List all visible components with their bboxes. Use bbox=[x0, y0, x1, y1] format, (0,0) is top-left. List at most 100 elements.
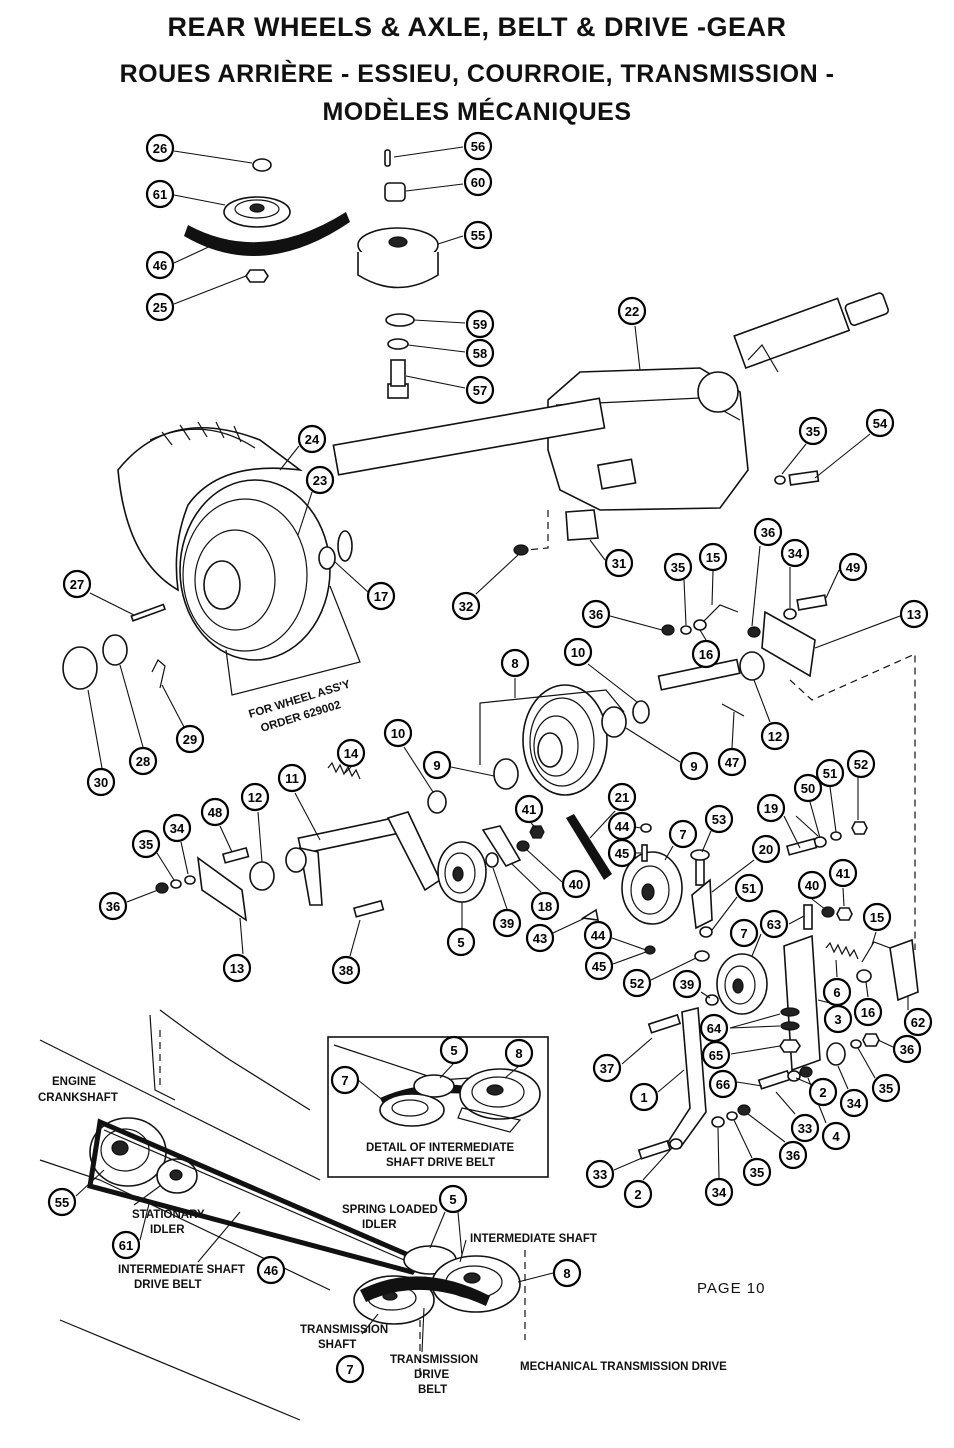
intermediate-belt-label-1: INTERMEDIATE SHAFT bbox=[118, 1264, 245, 1276]
svg-text:15: 15 bbox=[706, 550, 720, 565]
bolt-19 bbox=[785, 837, 818, 856]
bolt-54 bbox=[788, 470, 820, 486]
page-number: PAGE 10 bbox=[697, 1280, 766, 1297]
callout-34: 34 bbox=[780, 538, 810, 568]
callout-39: 39 bbox=[492, 908, 522, 938]
washer-51 bbox=[699, 926, 713, 938]
svg-text:21: 21 bbox=[615, 790, 629, 805]
callout-57: 57 bbox=[465, 375, 495, 405]
cotter-pin-47 bbox=[721, 703, 745, 717]
bolt-63 bbox=[803, 904, 813, 930]
svg-text:1: 1 bbox=[640, 1090, 647, 1105]
svg-text:41: 41 bbox=[522, 802, 536, 817]
washer-64a bbox=[780, 1007, 800, 1017]
intermediate-shaft-label: INTERMEDIATE SHAFT bbox=[470, 1233, 597, 1245]
svg-text:15: 15 bbox=[870, 910, 884, 925]
svg-text:34: 34 bbox=[712, 1185, 727, 1200]
svg-text:29: 29 bbox=[183, 732, 197, 747]
callout-12: 12 bbox=[240, 782, 270, 812]
callout-6: 6 bbox=[822, 977, 852, 1007]
svg-text:14: 14 bbox=[344, 746, 359, 761]
washer-34-lower bbox=[826, 1042, 846, 1066]
callout-9: 9 bbox=[679, 751, 709, 781]
pulley-8-hub bbox=[537, 732, 563, 768]
callout-36: 36 bbox=[98, 891, 128, 921]
nut-16-right bbox=[856, 969, 872, 983]
svg-text:11: 11 bbox=[285, 771, 299, 786]
callout-52: 52 bbox=[846, 749, 876, 779]
bearing-12-left bbox=[249, 861, 275, 891]
washer-34 bbox=[783, 608, 797, 620]
intermediate-shaft-group bbox=[609, 545, 916, 950]
svg-text:7: 7 bbox=[346, 1362, 353, 1377]
callout-21: 21 bbox=[607, 782, 637, 812]
svg-text:55: 55 bbox=[55, 1195, 69, 1210]
rim-23-dish bbox=[194, 529, 276, 631]
shift-lever bbox=[747, 344, 779, 373]
callout-9: 9 bbox=[422, 750, 452, 780]
mechanical-drive-caption: MECHANICAL TRANSMISSION DRIVE bbox=[520, 1361, 727, 1373]
callout-45: 45 bbox=[584, 951, 614, 981]
callout-25: 25 bbox=[145, 292, 175, 322]
washer-58 bbox=[387, 338, 409, 350]
callout-61: 61 bbox=[145, 179, 175, 209]
svg-text:49: 49 bbox=[846, 560, 860, 575]
shaft-12 bbox=[657, 658, 741, 691]
bolt-37 bbox=[647, 1013, 682, 1034]
callout-37: 37 bbox=[592, 1053, 622, 1083]
callout-34: 34 bbox=[162, 813, 192, 843]
bearing-12 bbox=[739, 651, 765, 681]
callout-58: 58 bbox=[465, 338, 495, 368]
callout-33: 33 bbox=[585, 1159, 615, 1189]
clip-29 bbox=[151, 659, 166, 689]
svg-text:28: 28 bbox=[136, 754, 150, 769]
nut-41 bbox=[529, 825, 545, 839]
right-bracket-group bbox=[613, 778, 919, 1181]
svg-text:5: 5 bbox=[457, 935, 464, 950]
callout-34: 34 bbox=[839, 1088, 869, 1118]
svg-text:10: 10 bbox=[391, 726, 405, 741]
nut-25 bbox=[245, 269, 269, 283]
svg-text:48: 48 bbox=[208, 805, 222, 820]
pulley-55-hub bbox=[388, 236, 408, 248]
detail-caption-line-2: SHAFT DRIVE BELT bbox=[386, 1157, 495, 1169]
transmission-belt-label-1: TRANSMISSION bbox=[390, 1354, 478, 1366]
belt-21 bbox=[566, 814, 612, 880]
svg-text:7: 7 bbox=[740, 926, 747, 941]
rim-23-hub bbox=[203, 560, 241, 610]
callout-19: 19 bbox=[756, 793, 786, 823]
page-subtitle-french-line-1: ROUES ARRIÈRE - ESSIEU, COURROIE, TRANSM… bbox=[119, 60, 835, 88]
svg-text:52: 52 bbox=[854, 757, 868, 772]
svg-text:60: 60 bbox=[471, 175, 485, 190]
svg-text:63: 63 bbox=[767, 917, 781, 932]
callout-65: 65 bbox=[701, 1040, 731, 1070]
callout-35: 35 bbox=[131, 829, 161, 859]
nut-52-right bbox=[851, 821, 868, 835]
callout-36: 36 bbox=[753, 517, 783, 547]
callout-7: 7 bbox=[335, 1354, 365, 1384]
svg-text:38: 38 bbox=[339, 963, 353, 978]
intermediate-belt-label-2: DRIVE BELT bbox=[134, 1279, 202, 1291]
pin-45 bbox=[641, 844, 648, 862]
bolt-66 bbox=[757, 1069, 792, 1090]
callout-51: 51 bbox=[815, 758, 845, 788]
callout-39: 39 bbox=[672, 969, 702, 999]
axle-tube-right bbox=[733, 297, 851, 370]
spacer-26 bbox=[252, 158, 272, 172]
svg-text:62: 62 bbox=[911, 1015, 925, 1030]
svg-text:2: 2 bbox=[819, 1085, 826, 1100]
svg-text:7: 7 bbox=[341, 1073, 348, 1088]
callout-35: 35 bbox=[742, 1157, 772, 1187]
svg-text:5: 5 bbox=[450, 1043, 457, 1058]
svg-text:36: 36 bbox=[589, 607, 603, 622]
nut-36-left bbox=[155, 882, 169, 894]
callout-7: 7 bbox=[330, 1065, 360, 1095]
callout-8: 8 bbox=[500, 648, 530, 678]
tire-24 bbox=[117, 427, 303, 592]
pulley-8-groove1 bbox=[529, 697, 595, 787]
svg-text:34: 34 bbox=[847, 1096, 862, 1111]
svg-text:16: 16 bbox=[699, 647, 713, 662]
svg-text:57: 57 bbox=[473, 383, 487, 398]
svg-text:25: 25 bbox=[153, 300, 167, 315]
